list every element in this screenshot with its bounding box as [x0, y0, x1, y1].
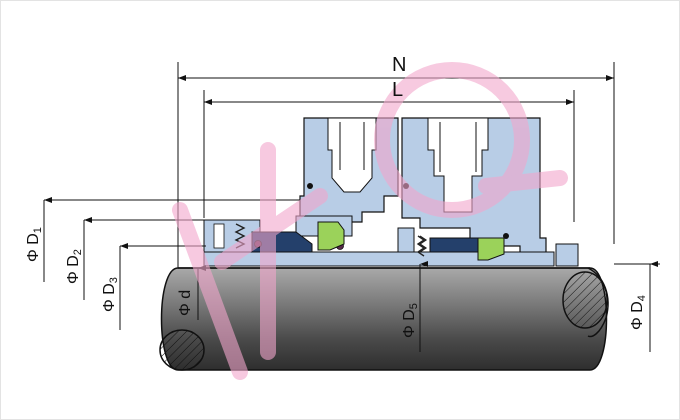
- label-shaft-d: Φ d: [177, 290, 194, 316]
- spring-right: [416, 235, 426, 257]
- svg-text:Φ d: Φ d: [177, 290, 194, 316]
- svg-text:Φ D3: Φ D3: [101, 277, 120, 312]
- label-d2: Φ D2: [65, 249, 84, 284]
- drive-collar: [555, 243, 579, 267]
- label-l: L: [392, 79, 403, 101]
- label-d1: Φ D1: [25, 227, 44, 262]
- svg-text:Φ D2: Φ D2: [65, 249, 84, 284]
- label-n: N: [392, 54, 406, 76]
- label-d3: Φ D3: [101, 277, 120, 312]
- svg-text:Φ D5: Φ D5: [401, 303, 420, 338]
- shaft-right-section: [562, 271, 608, 329]
- label-d5: Φ D5: [401, 303, 420, 338]
- svg-text:Φ D1: Φ D1: [25, 227, 44, 262]
- label-d4: Φ D4: [629, 295, 648, 330]
- watermark-logo: [172, 62, 568, 380]
- svg-text:Φ D4: Φ D4: [629, 295, 648, 330]
- shaft-left-section: [159, 329, 205, 371]
- o-ring-housing-1: [307, 183, 313, 189]
- seal-faces: [317, 221, 505, 261]
- gland-housing-right: [401, 117, 547, 263]
